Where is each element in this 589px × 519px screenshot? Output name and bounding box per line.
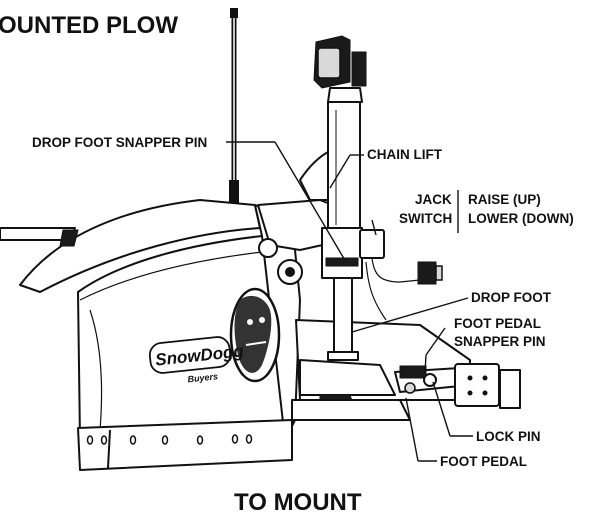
dog-mascot-emblem <box>229 287 281 383</box>
label-jack-switch-line1: JACK <box>415 192 452 207</box>
label-raise-up: RAISE (UP) <box>468 192 541 207</box>
diagram-title: OUNTED PLOW <box>0 12 178 39</box>
label-lock-pin: LOCK PIN <box>476 429 541 444</box>
jack-assembly <box>313 35 443 361</box>
label-foot-pedal: FOOT PEDAL <box>440 454 527 469</box>
foot-pedal-assembly <box>394 363 521 409</box>
label-foot-pedal-snapper-pin-line2: SNAPPER PIN <box>454 334 546 349</box>
label-drop-foot: DROP FOOT <box>471 290 552 305</box>
leader-lines <box>226 141 473 462</box>
label-lower-down: LOWER (DOWN) <box>468 211 574 226</box>
cutting-edge-bolts <box>86 434 253 445</box>
footer-title: TO MOUNT <box>234 489 362 516</box>
label-foot-pedal-snapper-pin-line1: FOOT PEDAL <box>454 316 541 331</box>
logo-maker-text: Buyers <box>187 371 218 384</box>
label-chain-lift: CHAIN LIFT <box>367 147 443 162</box>
label-drop-foot-snapper-pin: DROP FOOT SNAPPER PIN <box>32 135 207 150</box>
antenna-rod <box>229 8 239 204</box>
snowdogg-logo: SnowDogg Buyers <box>148 287 281 384</box>
label-jack-switch-line2: SWITCH <box>399 211 452 226</box>
